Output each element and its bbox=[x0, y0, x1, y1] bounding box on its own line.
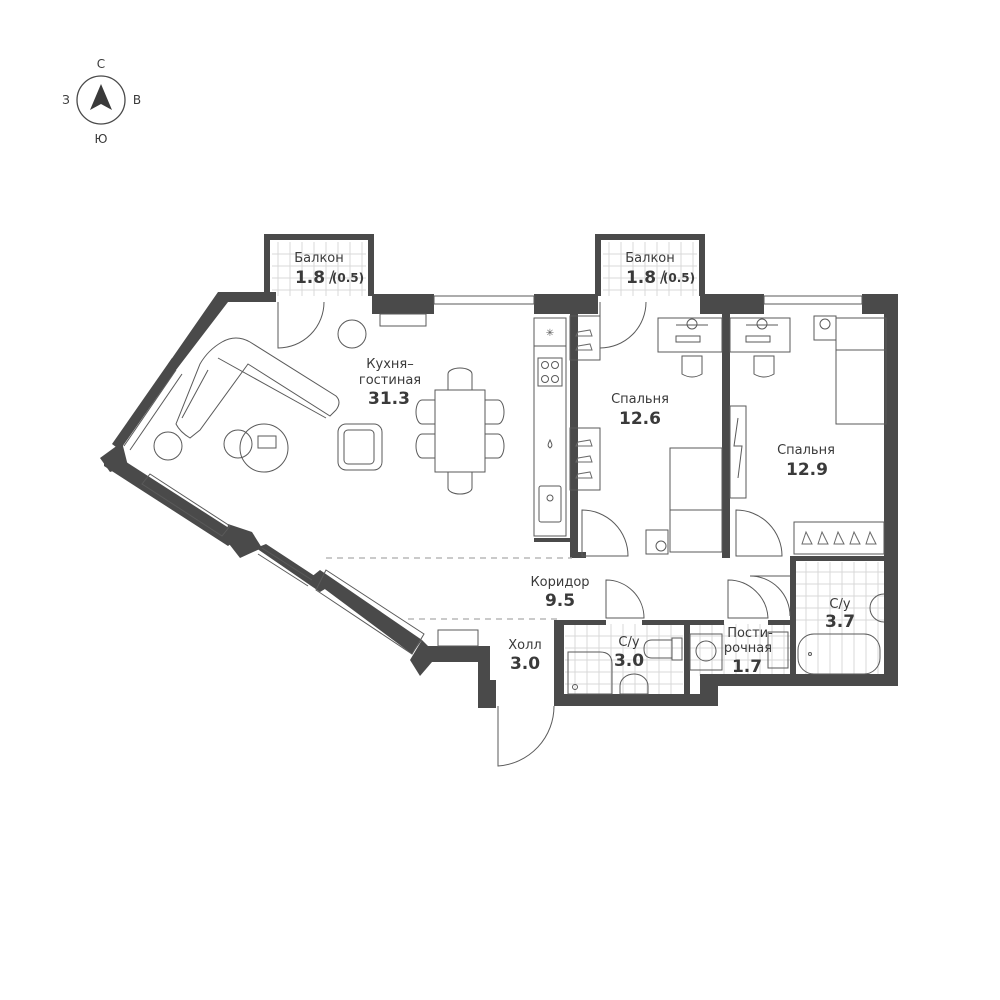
bedroom-1-furniture bbox=[645, 317, 723, 555]
sink-icon bbox=[767, 631, 789, 669]
balcony-1-slash: / bbox=[329, 267, 335, 286]
bathroom-2-washbasin-icon bbox=[869, 593, 885, 623]
corner-sofa-icon bbox=[175, 337, 340, 439]
bedroom-1-area: 12.6 bbox=[619, 409, 661, 429]
balcony-1 bbox=[264, 234, 374, 296]
balcony-2-area-note: (0.5) bbox=[663, 271, 695, 285]
hall-area: 3.0 bbox=[510, 654, 540, 674]
entrance-door bbox=[497, 705, 555, 767]
toilet-icon bbox=[643, 639, 673, 659]
balcony-door-2 bbox=[599, 301, 647, 349]
hall-name: Холл bbox=[508, 638, 541, 653]
bedroom-2-area: 12.9 bbox=[786, 460, 828, 480]
balcony-door-1 bbox=[277, 301, 325, 349]
fridge-icon: ✳ bbox=[546, 328, 554, 339]
bedroom-1-name: Спальня bbox=[611, 392, 669, 407]
bedroom-2-name: Спальня bbox=[777, 443, 835, 458]
bedroom-2-furniture bbox=[729, 315, 887, 499]
nightstand-icon bbox=[813, 315, 837, 341]
plant-icon bbox=[337, 319, 367, 349]
kitchen-living-name-line1: Кухня– bbox=[366, 357, 413, 372]
compass-west: З bbox=[62, 93, 70, 107]
wardrobes bbox=[315, 315, 885, 655]
compass: С З В Ю bbox=[62, 57, 141, 146]
bedroom-1-door bbox=[581, 509, 629, 557]
laundry-area: 1.7 bbox=[732, 657, 762, 677]
laptop-icon bbox=[257, 435, 277, 449]
washing-machine-icon bbox=[689, 633, 723, 671]
bathroom-1-door bbox=[605, 579, 645, 619]
balcony-2-name: Балкон bbox=[625, 251, 675, 266]
wardrobe-bedroom-1-bottom bbox=[569, 427, 601, 491]
stove-icon bbox=[537, 357, 563, 387]
window-sill bbox=[379, 313, 427, 327]
tv-console-icon bbox=[141, 473, 231, 537]
chair-icon bbox=[447, 472, 473, 495]
wardrobe-bedroom-2 bbox=[793, 521, 885, 555]
washbasin-icon bbox=[619, 673, 649, 695]
room-labels: Балкон 1.8 (0.5) Балкон 1.8 (0.5) Кухня–… bbox=[294, 251, 855, 677]
water-drop-icon bbox=[547, 438, 553, 449]
bed-icon bbox=[669, 447, 723, 553]
laundry-name-line1: Пости- bbox=[727, 626, 773, 641]
bathroom-1-tiles bbox=[565, 624, 683, 700]
walls bbox=[100, 292, 898, 708]
bathroom-2-name: С/у bbox=[829, 597, 850, 612]
balcony-2-area: 1.8 bbox=[626, 268, 656, 288]
wardrobe-bedroom-1-top bbox=[569, 315, 601, 361]
dining-table bbox=[434, 389, 486, 473]
chair-icon bbox=[447, 367, 473, 390]
compass-north: С bbox=[97, 57, 105, 71]
wardrobe-corridor bbox=[315, 569, 425, 655]
balcony-1-name: Балкон bbox=[294, 251, 344, 266]
hall-shelf-icon bbox=[437, 629, 479, 647]
kitchen-living-name-line2: гостиная bbox=[359, 373, 421, 388]
kitchen-living-furniture: ✳ bbox=[141, 313, 567, 537]
coffee-table-icon bbox=[239, 423, 289, 473]
compass-south: Ю bbox=[95, 132, 108, 146]
bathroom-fixtures bbox=[437, 593, 885, 695]
shower-tray-icon bbox=[567, 651, 613, 695]
zone-dividers bbox=[326, 557, 572, 620]
laundry-door bbox=[727, 579, 769, 619]
chair-icon bbox=[485, 433, 505, 459]
windows bbox=[123, 295, 863, 587]
bedroom-2-door bbox=[735, 509, 783, 557]
balcony-2 bbox=[595, 234, 705, 296]
bathroom-2-area: 3.7 bbox=[825, 612, 855, 632]
bathroom-2-door bbox=[749, 575, 791, 617]
laundry-tiles bbox=[690, 624, 790, 676]
corridor-area: 9.5 bbox=[545, 591, 575, 611]
balcony-1-area-note: (0.5) bbox=[332, 271, 364, 285]
laundry-name-line2: рочная bbox=[724, 641, 772, 656]
desk-icon bbox=[657, 317, 723, 353]
bathtub-icon bbox=[797, 633, 881, 675]
chair-icon bbox=[485, 399, 505, 425]
plant-icon bbox=[153, 431, 183, 461]
mirror-panel-icon bbox=[729, 405, 747, 499]
bathroom-1-name: С/у bbox=[618, 635, 639, 650]
bed-icon bbox=[835, 317, 887, 425]
bathroom-1-area: 3.0 bbox=[614, 651, 644, 671]
balcony-1-area: 1.8 bbox=[295, 268, 325, 288]
armchair-icon bbox=[337, 423, 383, 471]
kitchen-living-area: 31.3 bbox=[368, 389, 410, 409]
north-arrow-icon bbox=[90, 84, 112, 110]
kitchen-counter bbox=[533, 317, 567, 537]
bathroom-2-tiles bbox=[796, 562, 888, 676]
desk-icon bbox=[729, 317, 791, 353]
kitchen-sink-icon bbox=[538, 485, 562, 523]
compass-east: В bbox=[133, 93, 141, 107]
compass-ring bbox=[76, 75, 126, 125]
doors[interactable] bbox=[277, 301, 791, 767]
office-chair-icon bbox=[681, 355, 703, 378]
balcony-2-slash: / bbox=[660, 267, 666, 286]
office-chair-icon bbox=[753, 355, 775, 378]
chair-icon bbox=[415, 399, 435, 425]
nightstand-icon bbox=[645, 529, 669, 555]
chair-icon bbox=[415, 433, 435, 459]
corridor-name: Коридор bbox=[530, 575, 589, 590]
